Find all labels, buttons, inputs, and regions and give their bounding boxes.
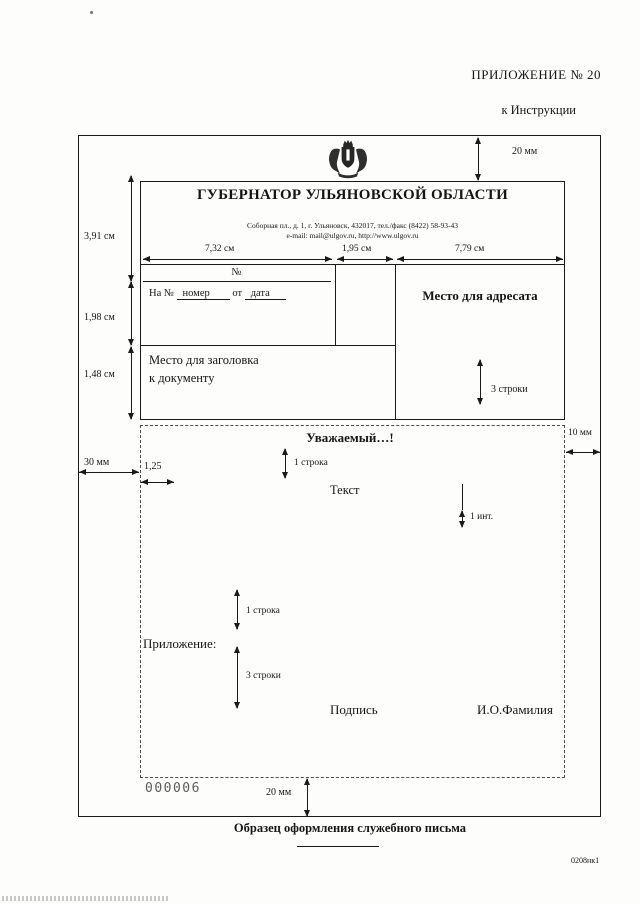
- text-area-margins: [140, 425, 565, 778]
- salutation: Уважаемый…!: [306, 430, 394, 445]
- dim-label-interval: 1 инт.: [470, 512, 494, 522]
- dim-label-before-attachment: 1 строка: [246, 606, 280, 616]
- scan-artifact: [2, 896, 170, 901]
- dim-label-addressee-lines: 3 строки: [491, 384, 528, 395]
- ref-prefix: На №: [149, 288, 174, 299]
- dim-arrow-heading-height: [128, 346, 134, 420]
- dim-label-top-margin: 20 мм: [512, 146, 538, 157]
- ref-from: от: [232, 288, 243, 299]
- org-address-line2: e-mail: mail@ulgov.ru, http://www.ulgov.…: [286, 231, 419, 240]
- text-placeholder: Текст: [330, 483, 360, 497]
- letterhead-divider-top: [140, 264, 565, 265]
- dim-arrow-col3: [397, 256, 563, 262]
- dim-arrow-after-salutation: [282, 448, 288, 479]
- dim-label-header-height: 3,91 см: [84, 231, 115, 242]
- letterhead-divider-col-right: [395, 264, 396, 420]
- dim-label-after-salutation: 1 строка: [294, 458, 328, 468]
- coat-of-arms-icon: [328, 139, 368, 179]
- appendix-heading: ПРИЛОЖЕНИЕ № 20: [471, 67, 601, 82]
- dim-label-heading-height: 1,48 см: [84, 369, 115, 380]
- dim-arrow-left-margin: [79, 469, 139, 475]
- number-line: [143, 281, 331, 282]
- dim-arrow-before-signature: [234, 646, 240, 709]
- dim-arrow-addressee-lines: [477, 359, 483, 405]
- heading-line2: к документу: [149, 371, 215, 385]
- ref-date-placeholder: дата: [244, 288, 286, 300]
- dim-arrow-indent: [141, 479, 174, 485]
- caption-underline: [297, 846, 379, 847]
- dim-arrow-before-attachment: [234, 589, 240, 630]
- dim-label-col3: 7,79 см: [455, 244, 485, 254]
- heading-placeholder: Место для заголовка к документу: [149, 351, 329, 387]
- attachment-label: Приложение:: [143, 636, 217, 651]
- ref-number-placeholder: номер: [176, 288, 230, 300]
- letterhead-divider-mid: [140, 345, 395, 346]
- dim-label-ref-height: 1,98 см: [84, 312, 115, 323]
- dim-label-right-margin: 10 мм: [568, 428, 592, 438]
- doc-code: 0208нк1: [571, 856, 600, 865]
- dim-label-left-margin: 30 мм: [84, 457, 110, 468]
- org-name: ГУБЕРНАТОР УЛЬЯНОВСКОЙ ОБЛАСТИ: [196, 187, 509, 203]
- dim-label-bottom-margin: 20 мм: [266, 787, 292, 798]
- name-label: И.О.Фамилия: [477, 702, 553, 717]
- addressee-placeholder: Место для адресата: [422, 288, 538, 303]
- dim-arrow-header-height: [128, 175, 134, 282]
- dim-arrow-top-margin: [475, 137, 481, 181]
- dim-arrow-right-margin: [566, 449, 600, 455]
- letterhead-frame: [140, 181, 565, 420]
- dim-arrow-ref-height: [128, 281, 134, 346]
- scan-speck: [90, 11, 93, 14]
- org-address-line1: Соборная пл., д. 1, г. Ульяновск, 432017…: [247, 221, 458, 230]
- interval-line: [462, 484, 463, 510]
- dim-arrow-col1: [143, 256, 332, 262]
- dim-arrow-bottom-margin: [304, 778, 310, 817]
- dim-arrow-col2: [337, 256, 393, 262]
- dim-label-col2: 1,95 см: [342, 244, 372, 254]
- dim-label-indent: 1,25: [144, 461, 162, 472]
- reference-row: На № номер от дата: [149, 288, 286, 300]
- signature-label: Подпись: [330, 702, 378, 717]
- dim-label-before-signature: 3 строки: [246, 671, 281, 681]
- dim-arrow-interval: [459, 510, 465, 528]
- form-outer-border: [78, 135, 601, 817]
- number-sign: №: [231, 267, 242, 278]
- appendix-subheading: к Инструкции: [501, 103, 576, 117]
- page-counter: 000006: [145, 781, 201, 796]
- dim-label-col1: 7,32 см: [205, 244, 235, 254]
- letterhead-divider-col-left: [335, 264, 336, 345]
- heading-line1: Место для заголовка: [149, 353, 259, 367]
- caption: Образец оформления служебного письма: [233, 821, 467, 835]
